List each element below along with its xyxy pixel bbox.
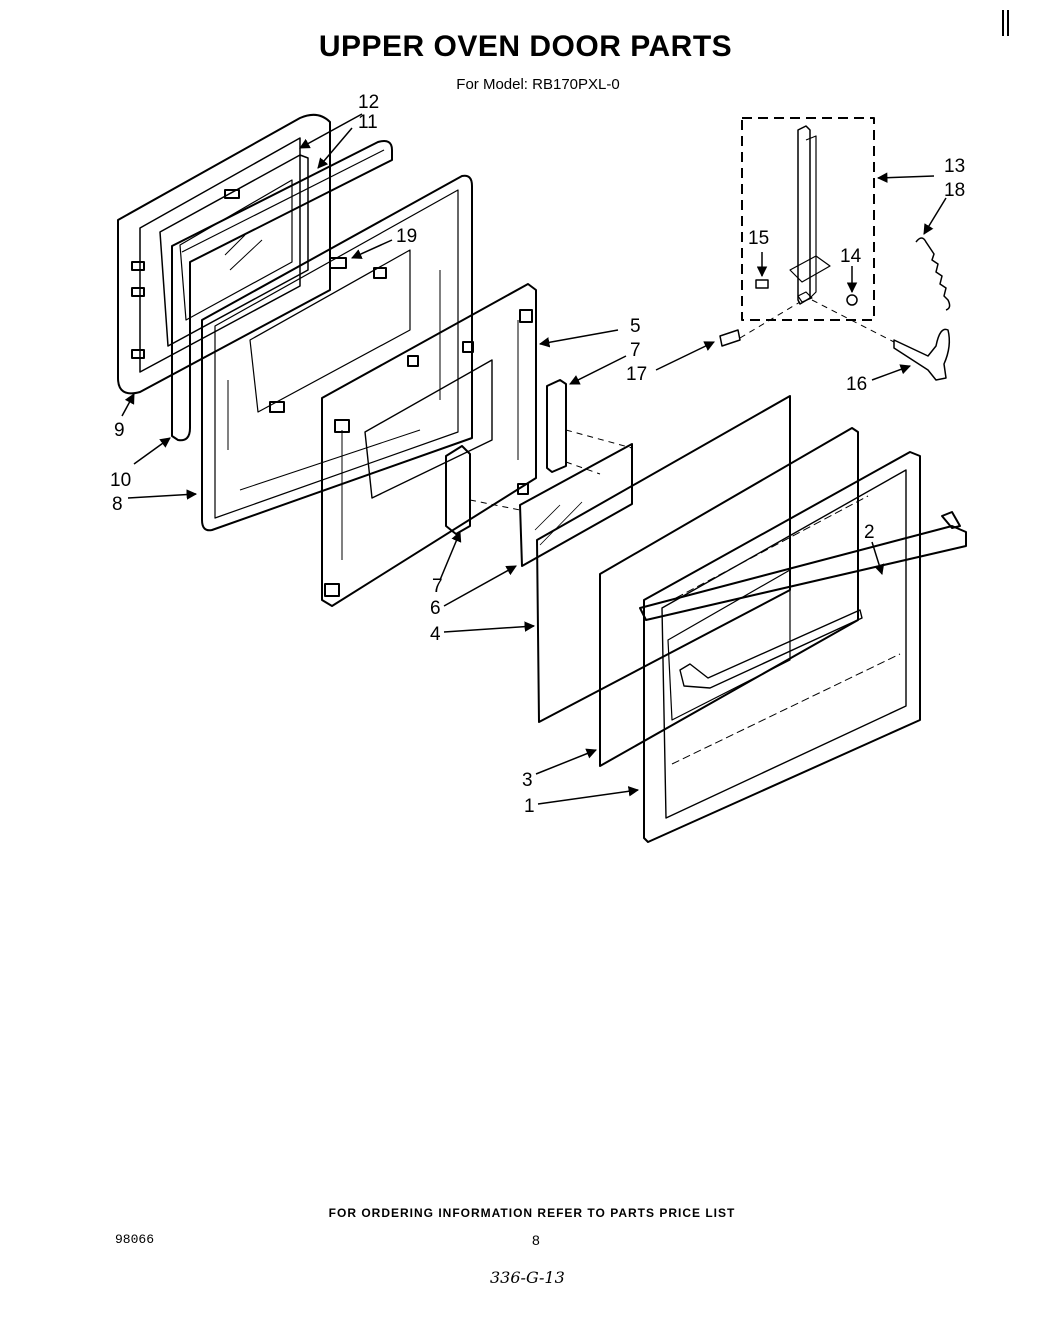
outer-glass-panel-part — [599, 427, 859, 767]
inner-panel-frame-part — [201, 174, 473, 532]
callout-7-upper: 7 — [630, 340, 641, 361]
page-title: UPPER OVEN DOOR PARTS — [318, 30, 733, 63]
callout-6: 6 — [430, 598, 441, 619]
callout-15: 15 — [748, 228, 769, 249]
callout-4: 4 — [430, 624, 441, 645]
callout-8: 8 — [112, 494, 123, 515]
callout-10: 10 — [110, 470, 131, 491]
hinge-bracket-part — [445, 379, 567, 535]
door-inner-panel-part — [321, 283, 537, 607]
hinge-assembly-part — [741, 117, 875, 321]
hinge-stud-part — [719, 329, 741, 347]
handwritten-code: 336-G-13 — [490, 1268, 565, 1287]
page-number: 8 — [532, 1232, 540, 1248]
outer-door-frame-part — [643, 451, 921, 843]
callout-17: 17 — [626, 364, 647, 385]
callout-2: 2 — [864, 522, 875, 543]
door-gasket-part — [171, 140, 393, 442]
callout-5: 5 — [630, 316, 641, 337]
corner-mark — [1002, 10, 1009, 36]
callout-12: 12 — [358, 92, 379, 113]
callout-11: 11 — [358, 112, 378, 133]
callout-19: 19 — [396, 226, 417, 247]
callout-9: 9 — [114, 420, 125, 441]
hinge-spring-part — [915, 237, 951, 311]
hinge-lever-part — [893, 328, 951, 381]
callout-16: 16 — [846, 374, 867, 395]
callout-3: 3 — [522, 770, 533, 791]
callout-1: 1 — [524, 796, 535, 817]
model-subtitle: For Model: RB170PXL-0 — [456, 76, 620, 93]
callout-18: 18 — [944, 180, 965, 201]
callout-13: 13 — [944, 156, 965, 177]
small-glass-part — [519, 443, 633, 567]
inner-door-liner-part — [117, 113, 331, 395]
callout-14: 14 — [840, 246, 862, 267]
callout-leader-lines — [121, 113, 947, 805]
ordering-info-note: FOR ORDERING INFORMATION REFER TO PARTS … — [328, 1206, 736, 1220]
document-number: 98066 — [115, 1232, 155, 1247]
assembly-guide-lines — [469, 299, 895, 511]
door-handle-part — [639, 511, 967, 621]
callout-7-lower: 7 — [432, 576, 443, 597]
